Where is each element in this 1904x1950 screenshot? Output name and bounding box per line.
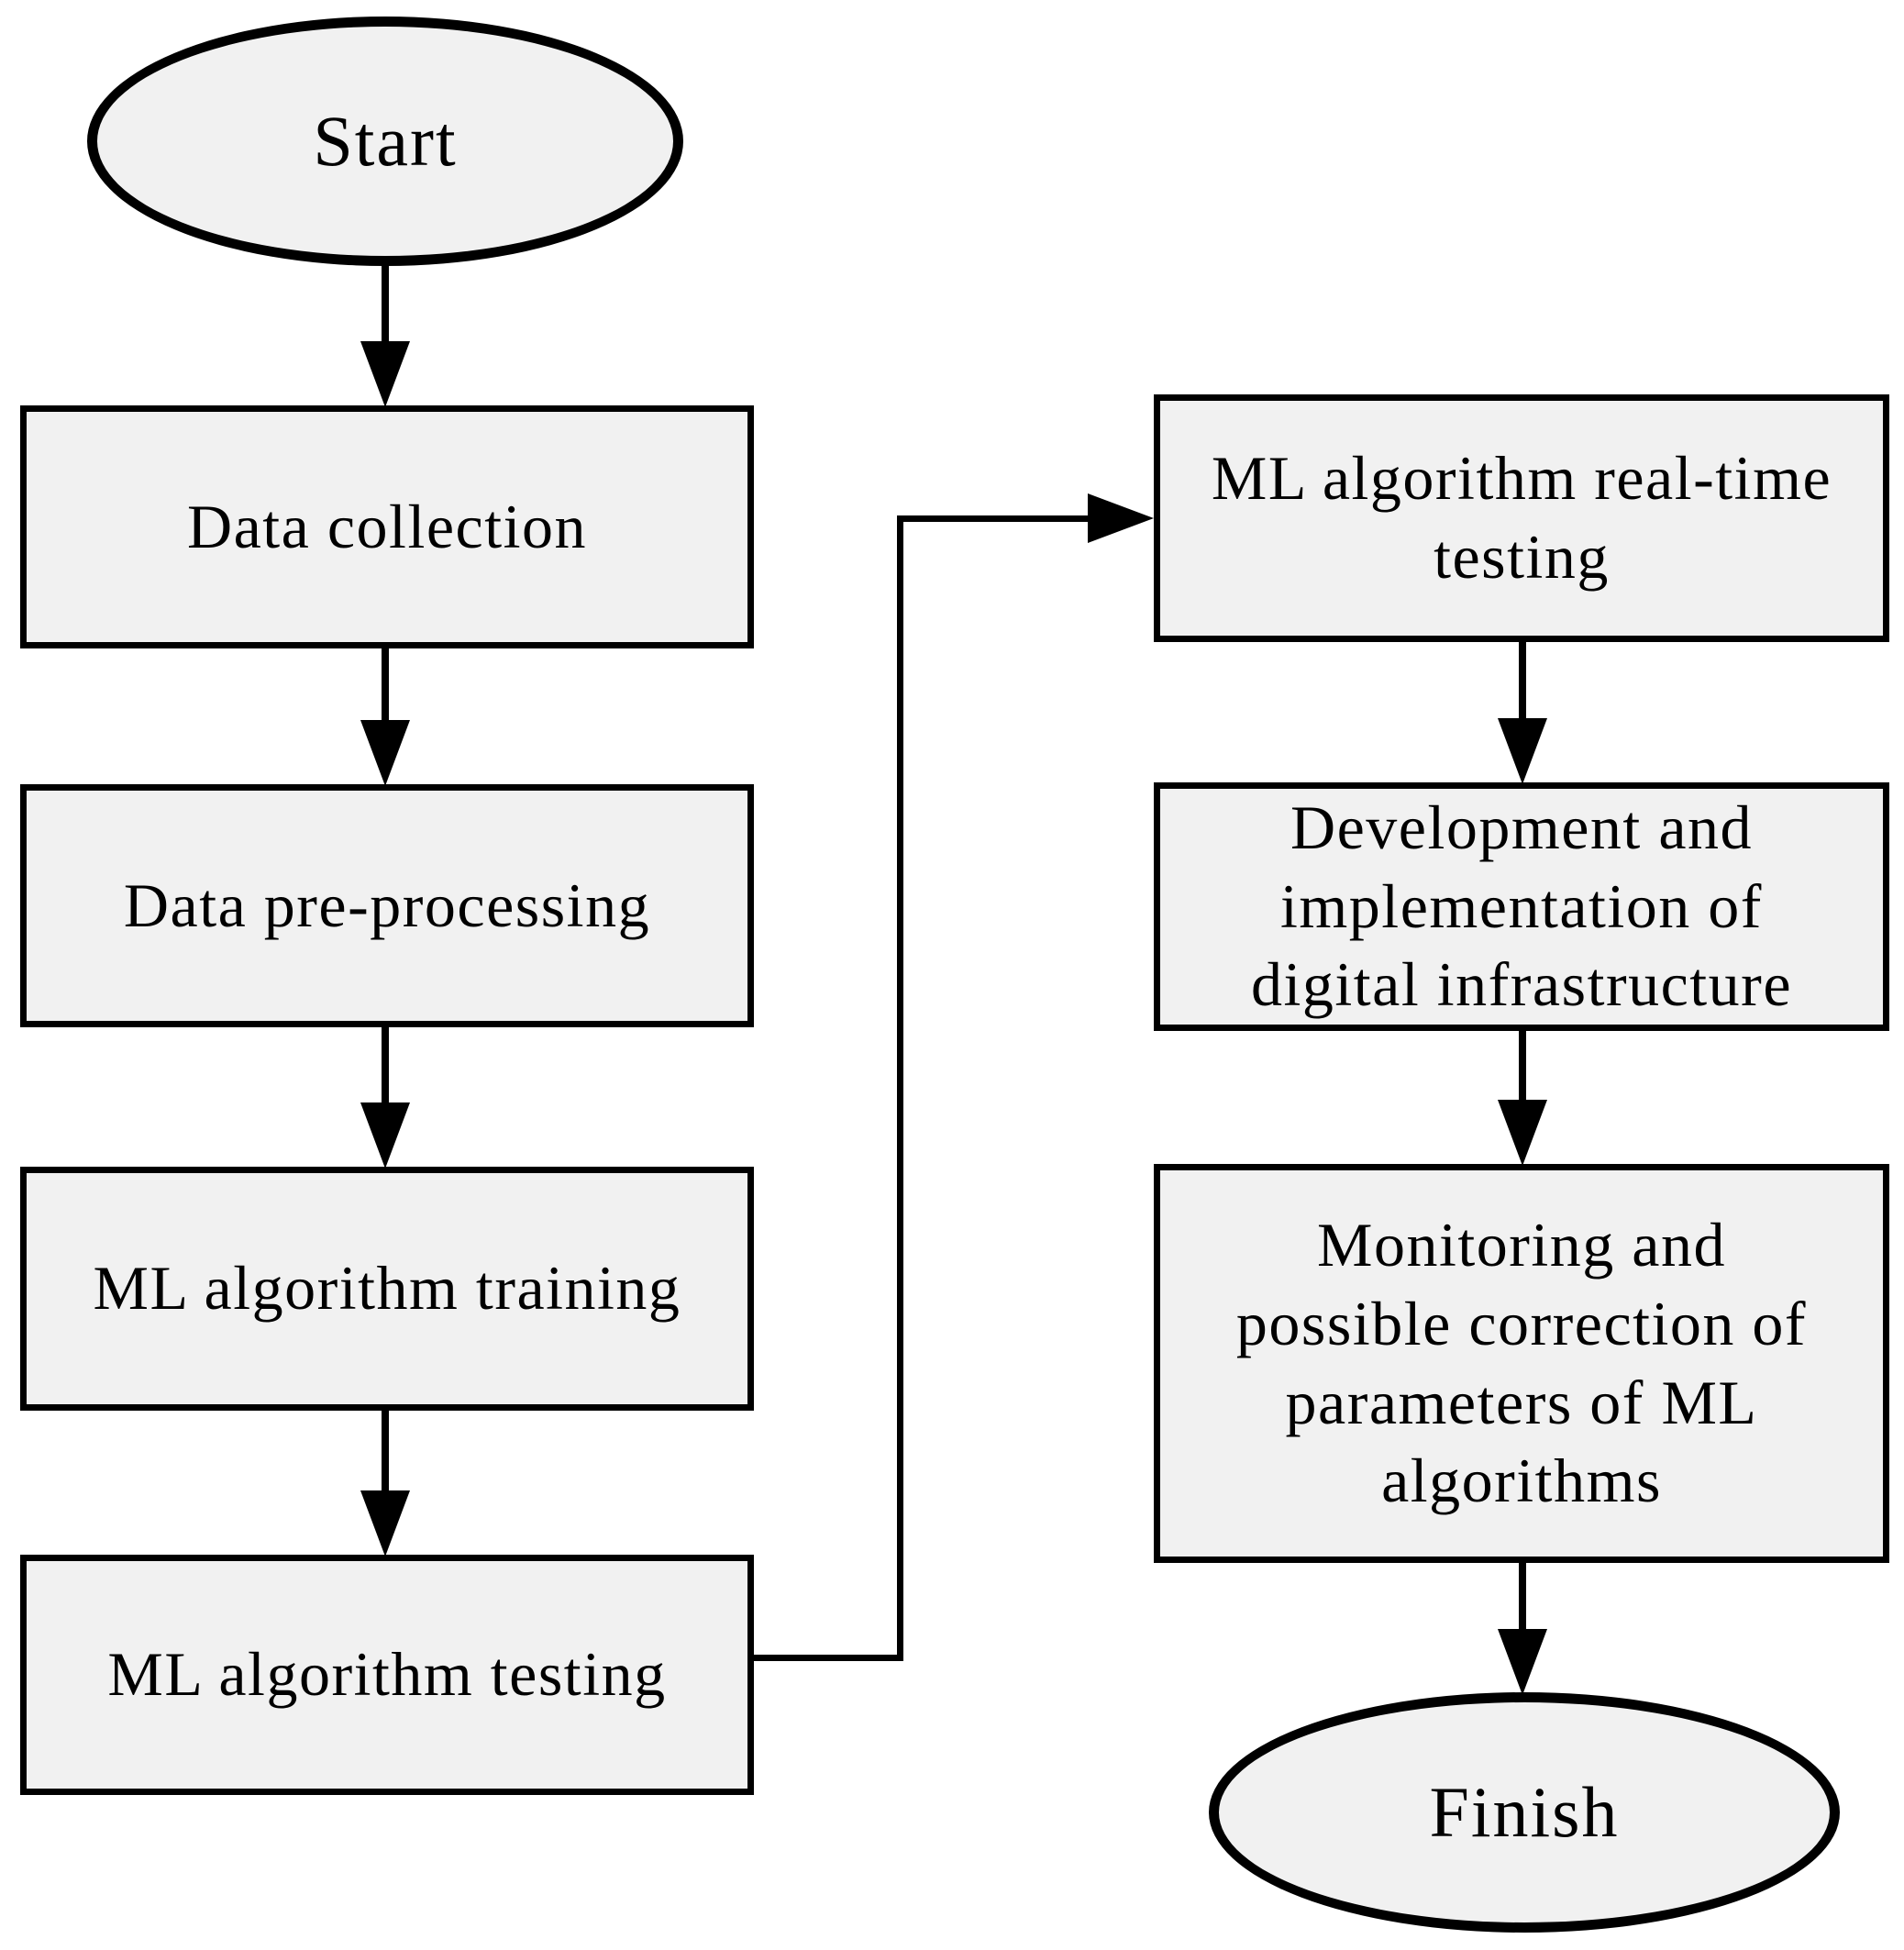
arrow-shaft	[382, 1409, 389, 1498]
arrow-down-head	[360, 341, 410, 407]
node-ml-algorithm-training-label: ML algorithm training	[93, 1253, 681, 1324]
arrow-shaft	[1519, 640, 1526, 726]
node-data-collection: Data collection	[20, 405, 754, 648]
arrow-data-collection-to-pre-processing	[360, 647, 410, 786]
node-data-collection-label: Data collection	[187, 491, 587, 561]
arrow-shaft	[382, 647, 389, 727]
node-development-infrastructure-label: Development and implementation of digita…	[1250, 792, 1792, 1020]
arrow-shaft	[1519, 1029, 1526, 1107]
arrow-shaft	[382, 1025, 389, 1110]
node-data-pre-processing-label: Data pre-processing	[123, 870, 651, 940]
arrow-down-head	[360, 1102, 410, 1169]
node-ml-algorithm-testing: ML algorithm testing	[20, 1555, 754, 1795]
node-ml-algorithm-real-time-testing: ML algorithm real-time testing	[1154, 394, 1889, 642]
node-start-label: Start	[313, 101, 458, 181]
connector-testing-to-real-time-top-segment	[897, 515, 1091, 522]
arrow-down-head	[360, 1490, 410, 1557]
arrow-shaft	[1519, 1561, 1526, 1636]
arrow-training-to-testing	[360, 1409, 410, 1557]
arrow-real-time-testing-to-infrastructure	[1498, 640, 1547, 784]
node-development-infrastructure: Development and implementation of digita…	[1154, 782, 1889, 1031]
arrow-infrastructure-to-monitoring	[1498, 1029, 1547, 1166]
connector-testing-to-real-time-bottom-segment	[752, 1655, 903, 1661]
arrow-start-to-data-collection	[360, 264, 410, 407]
node-ml-algorithm-real-time-testing-label: ML algorithm real-time testing	[1211, 443, 1832, 592]
arrow-right-head	[1088, 493, 1154, 543]
arrow-monitoring-to-finish	[1498, 1561, 1547, 1695]
arrow-shaft	[382, 264, 389, 349]
arrow-down-head	[1498, 1629, 1547, 1695]
arrow-down-head	[360, 720, 410, 786]
node-finish-label: Finish	[1429, 1772, 1620, 1852]
node-monitoring-correction-label: Monitoring and possible correction of pa…	[1235, 1210, 1808, 1516]
arrow-pre-processing-to-training	[360, 1025, 410, 1169]
node-ml-algorithm-testing-label: ML algorithm testing	[107, 1639, 667, 1710]
node-monitoring-correction: Monitoring and possible correction of pa…	[1154, 1164, 1889, 1563]
node-finish: Finish	[1209, 1692, 1840, 1933]
node-data-pre-processing: Data pre-processing	[20, 784, 754, 1027]
arrow-down-head	[1498, 1100, 1547, 1166]
node-ml-algorithm-training: ML algorithm training	[20, 1167, 754, 1411]
connector-testing-to-real-time-vertical-segment	[897, 515, 903, 1661]
node-start: Start	[87, 17, 683, 266]
arrow-down-head	[1498, 718, 1547, 784]
